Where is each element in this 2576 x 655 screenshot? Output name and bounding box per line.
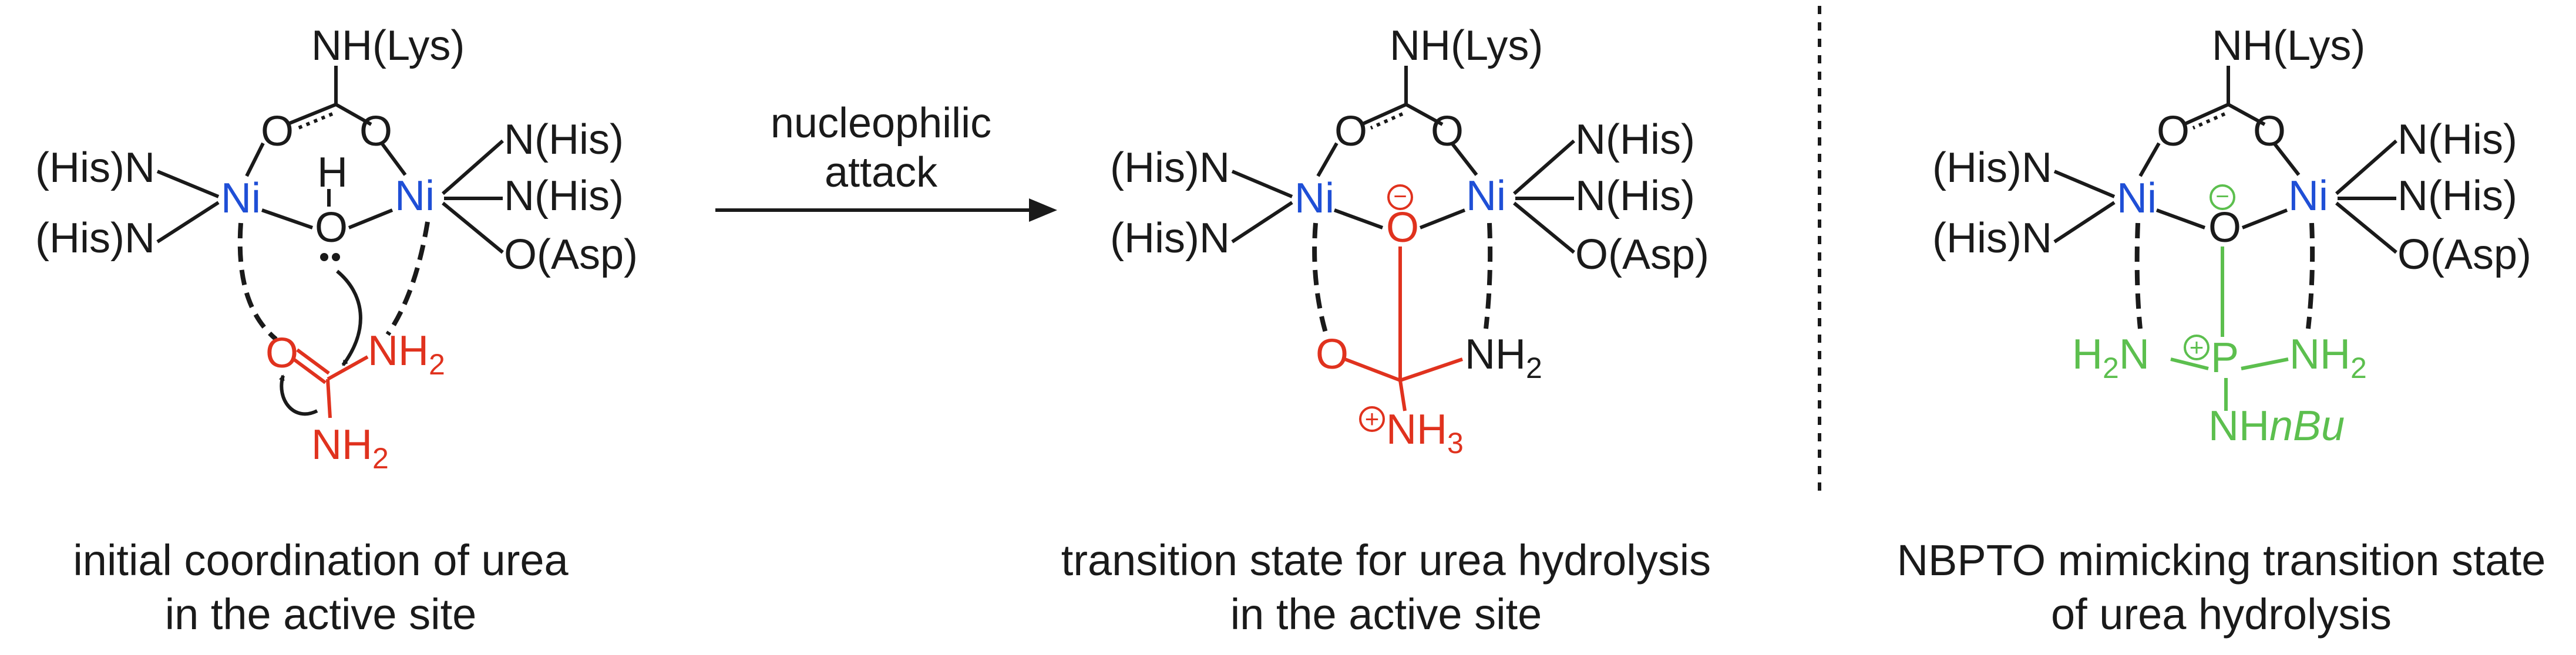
nbpto-molecule: H2N + P NH2 NHnBu xyxy=(2072,247,2367,450)
histidine-ligand: N(His) xyxy=(504,116,624,163)
nickel-right: Ni xyxy=(1466,173,1506,220)
histidine-ligand: (His)N xyxy=(1110,144,1230,191)
positive-charge-icon: + xyxy=(2190,333,2204,361)
hydroxide-oxygen: O xyxy=(315,204,348,251)
arrow-label-line1: nucleophilic xyxy=(771,100,991,147)
nickel-left: Ni xyxy=(221,175,261,222)
nbpto-amine-right: NH2 xyxy=(2289,331,2367,384)
histidine-ligand: (His)N xyxy=(35,144,155,191)
panel2-caption-line1: transition state for urea hydrolysis xyxy=(1061,536,1711,585)
nickel-left: Ni xyxy=(2117,175,2157,222)
aspartate-ligand: O(Asp) xyxy=(504,231,638,278)
panel-transition-state: NH(Lys) O O Ni Ni (His)N (His)N N(His) N… xyxy=(1061,22,1711,639)
carbamate-oxygen-right: O xyxy=(1431,108,1464,155)
carbamate-bridge: NH(Lys) O O xyxy=(261,22,465,155)
lysine-nh-label: NH(Lys) xyxy=(311,22,465,69)
arrow-label-line2: attack xyxy=(825,149,938,196)
negative-charge-icon: − xyxy=(2215,184,2229,210)
reaction-arrow: nucleophilic attack xyxy=(715,100,1057,222)
carbamate-oxygen-left: O xyxy=(261,108,294,155)
histidine-ligand: N(His) xyxy=(2397,173,2517,220)
carbamate-oxygen-right: O xyxy=(359,108,392,155)
carbamate-oxygen-left: O xyxy=(1334,108,1367,155)
intermediate-ammonium: NH3 xyxy=(1386,406,1464,460)
positive-charge-icon: + xyxy=(1365,405,1380,433)
histidine-ligand: (His)N xyxy=(1932,144,2052,191)
bridging-oxygen: O xyxy=(2208,204,2241,251)
urea-amine: NH2 xyxy=(368,328,445,381)
aspartate-ligand: O(Asp) xyxy=(2397,231,2531,278)
panel-nbpto-mimic: NH(Lys) O O Ni Ni (His)N (His)N N(His) N… xyxy=(1897,22,2546,639)
intermediate-amine: NH2 xyxy=(1465,331,1542,384)
carbamate-oxygen-right: O xyxy=(2253,108,2286,155)
histidine-ligand: N(His) xyxy=(1575,116,1695,163)
panel1-caption-line2: in the active site xyxy=(165,590,477,639)
urea-amine: NH2 xyxy=(311,421,389,475)
urea-oxygen: O xyxy=(265,330,298,377)
panel3-caption-line1: NBPTO mimicking transition state xyxy=(1897,536,2546,585)
nbpto-butylamine: NHnBu xyxy=(2208,403,2345,450)
nbpto-amine-left: H2N xyxy=(2072,331,2150,384)
nickel-left: Ni xyxy=(1294,175,1334,222)
histidine-ligand: (His)N xyxy=(1932,215,2052,262)
carbamate-oxygen-left: O xyxy=(2157,108,2190,155)
hydroxide-hydrogen: H xyxy=(317,149,348,196)
phosphorus-atom: P xyxy=(2211,335,2239,381)
histidine-ligand: N(His) xyxy=(1575,173,1695,220)
panel1-caption-line1: initial coordination of urea xyxy=(73,536,569,585)
tetrahedral-intermediate: O NH2 + NH3 xyxy=(1316,247,1542,460)
panel2-caption-line2: in the active site xyxy=(1230,590,1542,639)
aspartate-ligand: O(Asp) xyxy=(1575,231,1709,278)
histidine-ligand: N(His) xyxy=(2397,116,2517,163)
histidine-ligand: (His)N xyxy=(1110,215,1230,262)
panel-initial-coordination: NH(Lys) O O Ni Ni (His)N (His)N N(His) N… xyxy=(35,22,638,639)
histidine-ligand: N(His) xyxy=(504,173,624,220)
urea-molecule: O NH2 NH2 xyxy=(265,328,445,475)
histidine-ligand: (His)N xyxy=(35,215,155,262)
negative-charge-icon: − xyxy=(1393,184,1407,210)
intermediate-oxygen: O xyxy=(1316,331,1348,378)
lysine-nh-label: NH(Lys) xyxy=(1390,22,1543,69)
nickel-right: Ni xyxy=(2288,173,2328,220)
lysine-nh-label: NH(Lys) xyxy=(2212,22,2365,69)
panel3-caption-line2: of urea hydrolysis xyxy=(2051,590,2392,639)
nickel-right: Ni xyxy=(395,173,435,220)
bridging-oxygen: O xyxy=(1386,204,1419,251)
